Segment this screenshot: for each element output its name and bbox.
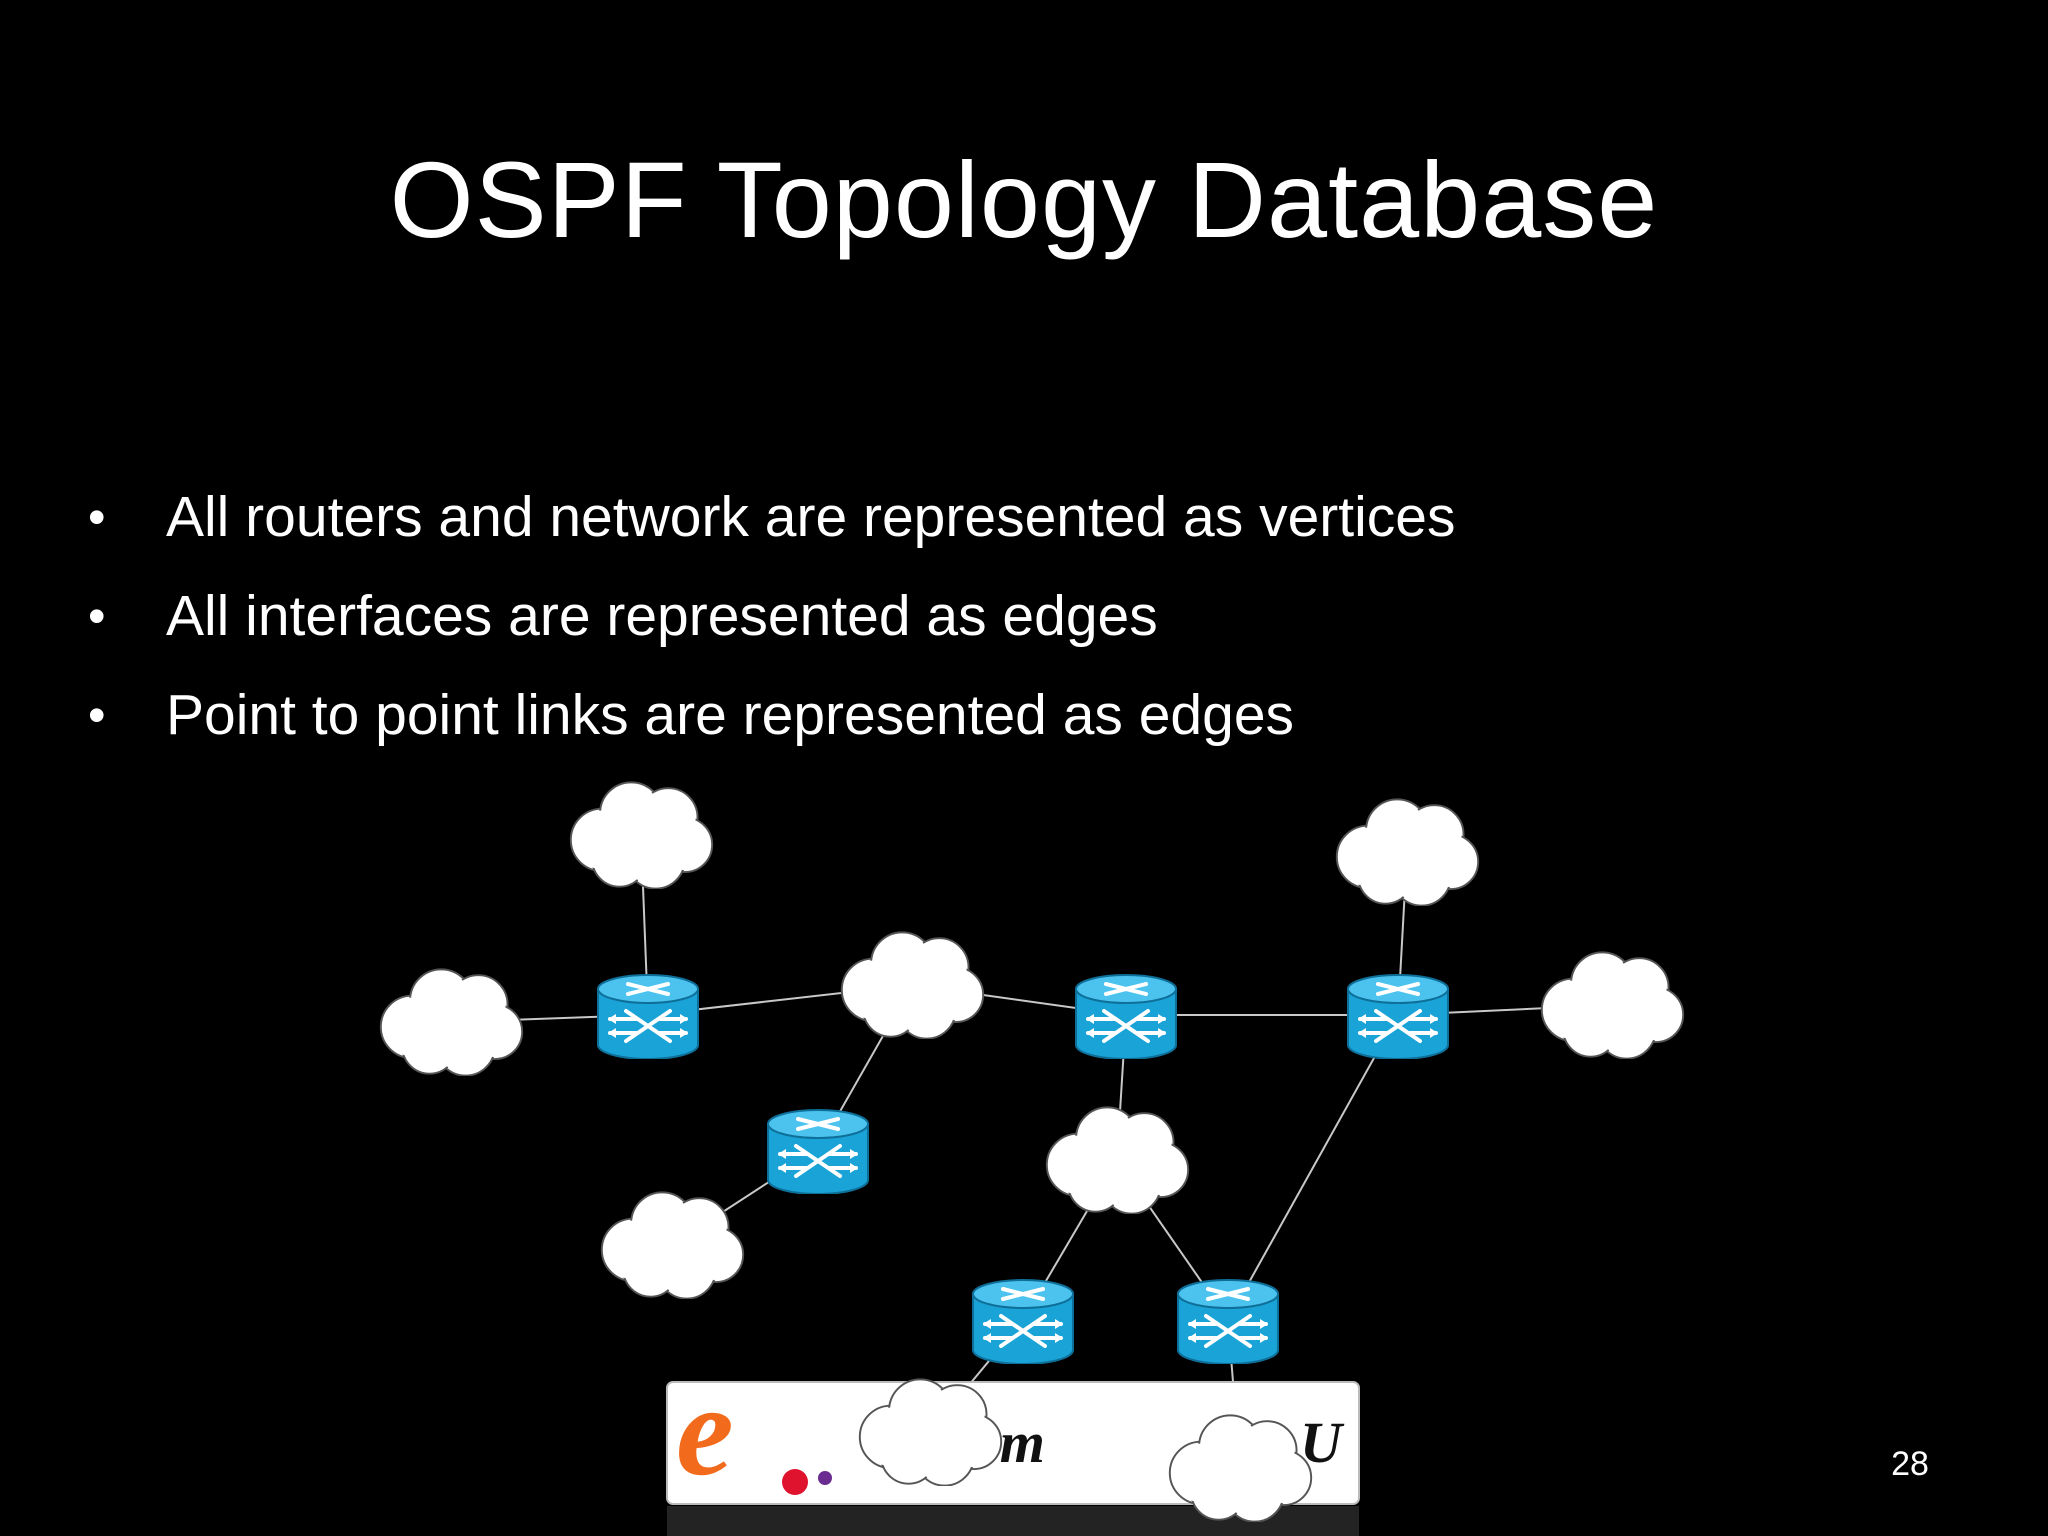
bullet-icon: • — [88, 588, 106, 644]
cloud-icon — [1540, 951, 1685, 1059]
logo-red-dot — [782, 1469, 808, 1495]
logo-letter: e — [676, 1359, 734, 1503]
bullet-text: All interfaces are represented as edges — [166, 584, 1158, 648]
cloud-icon — [379, 968, 524, 1076]
page-number: 28 — [1891, 1445, 1929, 1483]
router-icon — [1178, 1280, 1278, 1364]
bullet-icon: • — [88, 687, 106, 743]
logo-purple-dot — [818, 1471, 832, 1485]
cloud-icon — [1335, 798, 1480, 906]
router-icon — [768, 1110, 868, 1194]
cloud-icon — [840, 931, 985, 1039]
bullet-list: • All routers and network are represente… — [88, 468, 1455, 765]
edge-router-right-router-bottom-right — [1227, 1014, 1399, 1321]
router-icon — [1076, 975, 1176, 1059]
bullet-text: Point to point links are represented as … — [166, 683, 1295, 747]
router-icon — [1348, 975, 1448, 1059]
cloud-icon — [1045, 1106, 1190, 1214]
slide-title: OSPF Topology Database — [389, 139, 1659, 260]
bullet-text: All routers and network are represented … — [166, 485, 1456, 549]
bullet-item: • All interfaces are represented as edge… — [88, 567, 1455, 666]
cloud-icon — [600, 1191, 745, 1299]
cloud-icon — [569, 781, 714, 889]
edge-layer — [450, 834, 1613, 1469]
router-icon — [598, 975, 698, 1059]
bullet-icon: • — [88, 489, 106, 545]
bullet-item: • Point to point links are represented a… — [88, 666, 1455, 765]
router-icon — [973, 1280, 1073, 1364]
bullet-item: • All routers and network are represente… — [88, 468, 1455, 567]
